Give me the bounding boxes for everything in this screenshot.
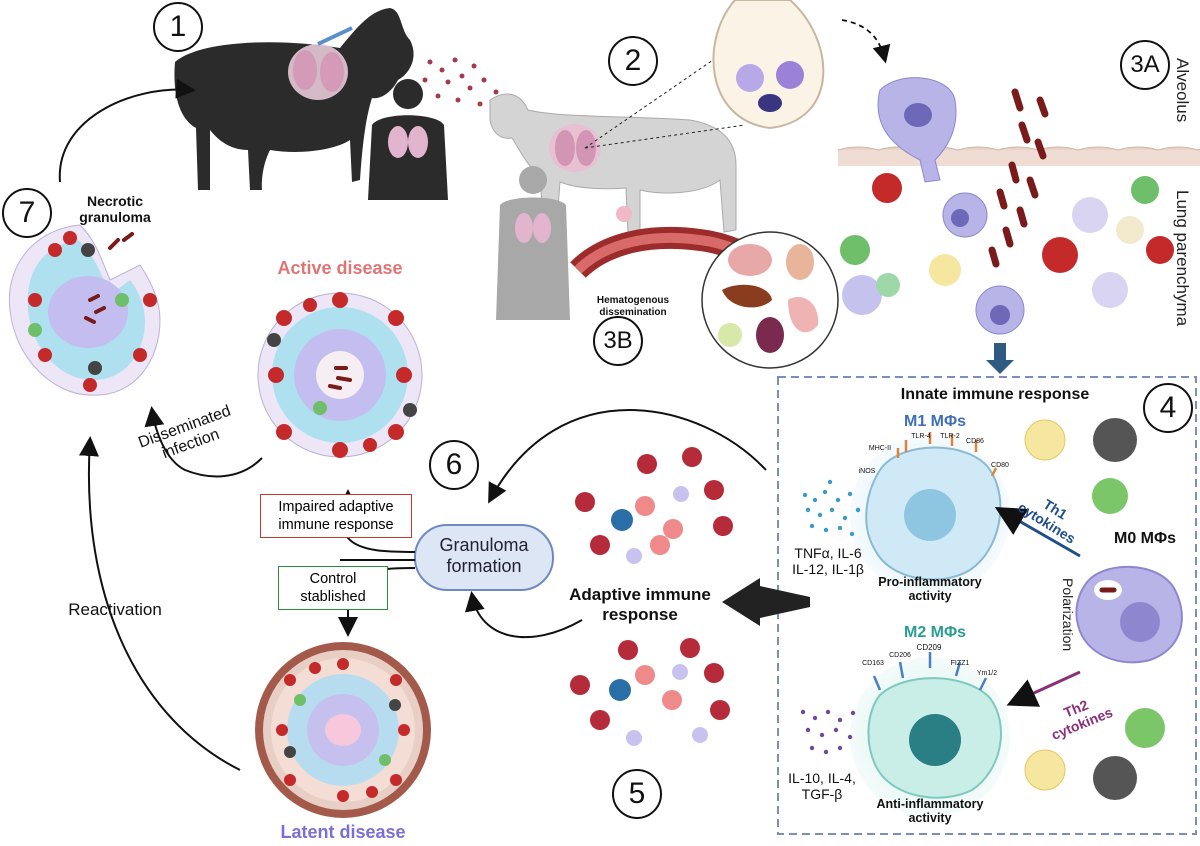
- m0-title: M0 MΦs: [1113, 530, 1177, 547]
- receptor-label: Ym1/2: [976, 670, 998, 677]
- granuloma-formation-pill: [414, 524, 554, 591]
- necrotic-granuloma-label: Necrotic granuloma: [79, 193, 151, 226]
- human-silhouette: [368, 79, 448, 200]
- human-silhouette-grey: [496, 166, 570, 320]
- step-number: 7: [2, 188, 52, 238]
- step-number: 3B: [593, 316, 643, 366]
- innate-to-adaptive-arrow: [722, 578, 810, 626]
- m1-cytokines-label: TNFα, IL-6 IL-12, IL-1β: [792, 545, 864, 578]
- latent-granuloma: [255, 642, 431, 818]
- necrotic-granuloma: [8, 224, 161, 396]
- adaptive-response-label: Adaptive immune response: [569, 585, 711, 624]
- m1-macrophage: [850, 432, 1010, 595]
- control-established-box: Control stablished: [278, 566, 388, 610]
- receptor-label: iNOS: [858, 468, 876, 475]
- receptor-label: MHC-II: [868, 445, 892, 452]
- reactivation-arrow: [79, 436, 241, 771]
- m1-title: M1 MΦs: [903, 413, 967, 430]
- hematogenous-label: Hematogenous dissemination: [596, 295, 670, 318]
- alveolus-zoom: [584, 0, 891, 149]
- step-number: 1: [153, 2, 203, 52]
- down-arrow: [986, 343, 1014, 374]
- m0-macrophage: [1075, 565, 1183, 664]
- th2-arrow: [1006, 670, 1081, 707]
- dissemination-arrow: [144, 406, 263, 478]
- lung-parenchyma-label: Lung parenchyma: [1173, 190, 1192, 327]
- necrotic-to-goat-arrow: [58, 78, 196, 183]
- receptor-label: CD163: [862, 660, 884, 667]
- adaptive-to-granuloma-arrow: [464, 591, 583, 639]
- m2-macrophage: [850, 652, 1010, 817]
- alveolus-label: Alveolus: [1173, 58, 1192, 123]
- polarization-label: Polarization: [1060, 578, 1076, 652]
- receptor-label: CD209: [916, 643, 942, 652]
- m2-title: M2 MΦs: [903, 624, 967, 641]
- m2-cytokines-label: IL-10, IL-4, TGF-β: [788, 770, 856, 803]
- latent-disease-title: Latent disease: [280, 822, 406, 842]
- bacilli-field: [988, 88, 1049, 268]
- reactivation-label: Reactivation: [68, 600, 162, 619]
- receptor-label: CD86: [966, 438, 984, 445]
- infected-goat-silhouette: [174, 8, 414, 190]
- adaptive-cells-bottom: [570, 638, 730, 746]
- receptor-label: TLR-4: [911, 433, 931, 440]
- m1-cytokine-dots: [802, 479, 861, 537]
- impaired-response-box: Impaired adaptive immune response: [260, 494, 412, 538]
- active-granuloma: [257, 292, 423, 458]
- m0-surrounding-cells: [1024, 418, 1165, 800]
- organs-circle: [701, 231, 839, 369]
- receptor-label: FIZZ1: [950, 660, 970, 667]
- receptor-label: TLR-2: [940, 433, 960, 440]
- step-number: 4: [1143, 383, 1193, 433]
- th1-arrow: [994, 507, 1081, 558]
- anti-inflammatory-label: Anti-inflammatory activity: [876, 797, 984, 826]
- receptor-label: CD80: [991, 462, 1009, 469]
- m2-cytokine-dots: [800, 709, 856, 755]
- active-disease-title: Active disease: [277, 258, 403, 278]
- alveolar-macrophage: [877, 77, 957, 183]
- aerosol-bacilli: [422, 57, 503, 113]
- alveolar-epithelium: [837, 146, 1200, 166]
- innate-response-title: Innate immune response: [900, 386, 1090, 403]
- adaptive-cells-top: [575, 447, 733, 564]
- step-number: 2: [608, 36, 658, 86]
- receptor-label: CD206: [889, 652, 911, 659]
- step-number: 6: [429, 440, 479, 490]
- step-number: 5: [612, 769, 662, 819]
- pro-inflammatory-label: Pro-inflammatory activity: [878, 575, 982, 604]
- step-number: 3A: [1120, 40, 1170, 90]
- parenchyma-cells: [840, 173, 1174, 335]
- innate-to-granuloma-arrow: [488, 409, 767, 504]
- granuloma-formation-label: Granuloma formation: [439, 535, 529, 576]
